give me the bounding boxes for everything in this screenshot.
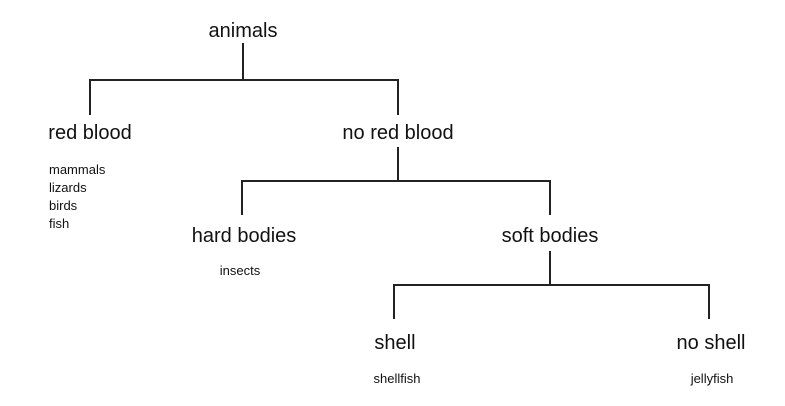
node-no-shell-label: no shell [677, 332, 746, 354]
red-blood-example: lizards [49, 180, 87, 195]
node-no-red-blood-label: no red blood [342, 122, 453, 144]
node-shell-label: shell [374, 332, 415, 354]
connector-animals [89, 43, 399, 115]
node-soft-bodies-label: soft bodies [502, 225, 599, 247]
connector-soft-bodies [393, 251, 710, 319]
node-animals-label: animals [209, 20, 278, 42]
shell-example: shellfish [374, 371, 421, 386]
node-red-blood-label: red blood [48, 122, 131, 144]
red-blood-example: fish [49, 216, 69, 231]
hard-bodies-example: insects [220, 263, 261, 278]
connector-no-red-blood [241, 147, 551, 215]
red-blood-example: birds [49, 198, 78, 213]
node-hard-bodies-label: hard bodies [192, 225, 297, 247]
red-blood-example: mammals [49, 162, 106, 177]
no-shell-example: jellyfish [690, 371, 734, 386]
